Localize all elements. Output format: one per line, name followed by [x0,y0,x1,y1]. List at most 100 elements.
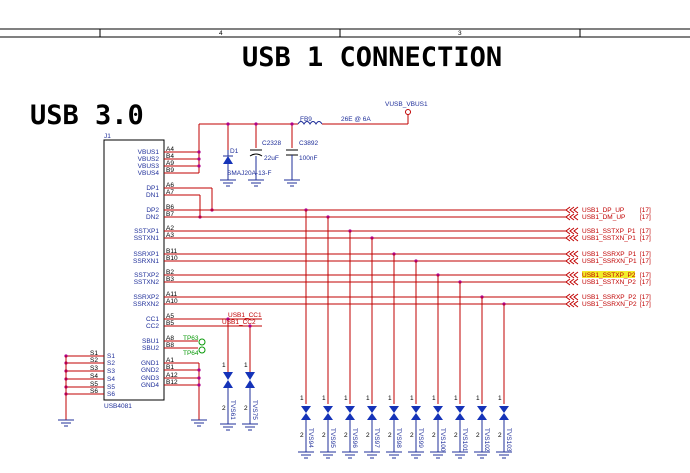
tvs-ref: TVS100 [439,428,446,452]
connector-part: USB4081 [104,403,132,410]
ground-symbol [58,419,74,427]
pin-name: GND2 [141,367,159,374]
c3892-value: 100nF [299,155,317,162]
offsheet-chevron-icon [565,278,579,286]
shield-pin-name: S4 [107,376,115,383]
vbus-net-port [405,109,411,115]
pin-number: B11 [166,248,177,255]
c3892-ref: C3892 [299,140,319,147]
pin-name: GND1 [141,360,159,367]
offsheet-page-ref: [17] [640,235,651,242]
pin-name: SSRXP2 [133,294,159,301]
tvs-pin2: 2 [388,432,392,439]
offsheet-label[interactable]: USB1_SSTXN_P1 [582,235,636,242]
offsheet-label[interactable]: USB1_SSTXP_P2 [582,272,636,279]
sbu-test-points: TP63 TP64 [164,335,206,357]
connector-pin: SSRXP2 A11 [133,291,177,301]
tvs-pin2: 2 [300,432,304,439]
shield-pin-number: S4 [90,373,98,380]
tvs-pin1: 1 [432,395,436,402]
tp64-symbol [198,346,206,354]
offsheet-label[interactable]: USB1_SSTXP_P1 [582,228,636,235]
tvs-diode-symbol [477,406,487,413]
shield-net [58,356,74,427]
ground-symbol [220,423,236,431]
pin-name: SSRXN1 [133,258,159,265]
offsheet-label[interactable]: USB1_DM_UP [582,214,625,221]
shield-pin-name: S3 [107,368,115,375]
c2328-ref: C2328 [262,140,282,147]
tvs-ref: TVS99 [417,428,424,448]
pin-name: SSTXP2 [134,272,159,279]
offsheet-label[interactable]: USB1_DP_UP [582,207,624,214]
pin-number: A2 [166,225,174,232]
offsheet-page-ref: [17] [640,294,651,301]
tvs-diode-symbol [301,406,311,413]
offsheet-label[interactable]: USB1_SSRXN_P2 [582,301,637,308]
offsheet-label[interactable]: USB1_SSTXN_P2 [582,279,636,286]
tvs-diode-symbol [433,406,443,413]
tvs-diode-symbol [389,406,399,413]
ground-symbol [452,451,468,459]
pin-name: GND4 [141,382,159,389]
offsheet-label[interactable]: USB1_SSRXP_P1 [582,251,637,258]
page-title: USB 1 CONNECTION [242,42,502,73]
offsheet-label[interactable]: USB1_SSRXP_P2 [582,294,637,301]
vbus-section: VUSB_VBUS1 FB9 26E @ 6A D1 SMAJ20A-13-F … [164,101,428,187]
pin-name: DP1 [146,185,159,192]
offsheet-page-ref: [17] [640,258,651,265]
offsheet-page-ref: [17] [640,251,651,258]
ground-symbol [474,451,490,459]
pin-number: A1 [166,357,174,364]
pin-name: SSTXP1 [134,228,159,235]
tvs-diode-symbol [323,406,333,413]
offsheet-chevron-icon [565,271,579,279]
pin-number: A11 [166,291,177,298]
tvs-pin1: 1 [454,395,458,402]
pin-number: B9 [166,167,174,174]
connector-pin: GND1 A1 [141,357,174,367]
tvs-diode-symbol [455,406,465,413]
offsheet-label[interactable]: USB1_SSRXN_P1 [582,258,637,265]
offsheet-connector: USB1_SSRXP_P2[17] [565,293,651,301]
ground-symbol [191,419,207,427]
tvs-pin1: 1 [344,395,348,402]
pin-name: SSTXN2 [134,279,160,286]
ferrite-ref: FB9 [300,116,312,123]
shield-pin-name: S5 [107,384,115,391]
section-title: USB 3.0 [30,100,144,131]
shield-pin-name: S1 [107,353,115,360]
tvs-diode-symbol [411,406,421,413]
offsheet-connector: USB1_DP_UP[17] [565,206,651,214]
pin-number: B3 [166,276,174,283]
offsheet-chevron-icon [565,234,579,242]
pin-number: A9 [166,160,174,167]
tvs-ref: TVS98 [395,428,402,448]
offsheet-connector: USB1_SSTXP_P1[17] [565,227,651,235]
shield-pin-name: S6 [107,391,115,398]
pin-number: A6 [166,182,174,189]
pin-name: VBUS2 [138,156,160,163]
offsheet-page-ref: [17] [640,272,651,279]
offsheet-chevron-icon [565,250,579,258]
ground-symbol [364,451,380,459]
offsheet-chevron-icon [565,213,579,221]
connector-body [103,139,165,401]
ground-symbol [386,451,402,459]
